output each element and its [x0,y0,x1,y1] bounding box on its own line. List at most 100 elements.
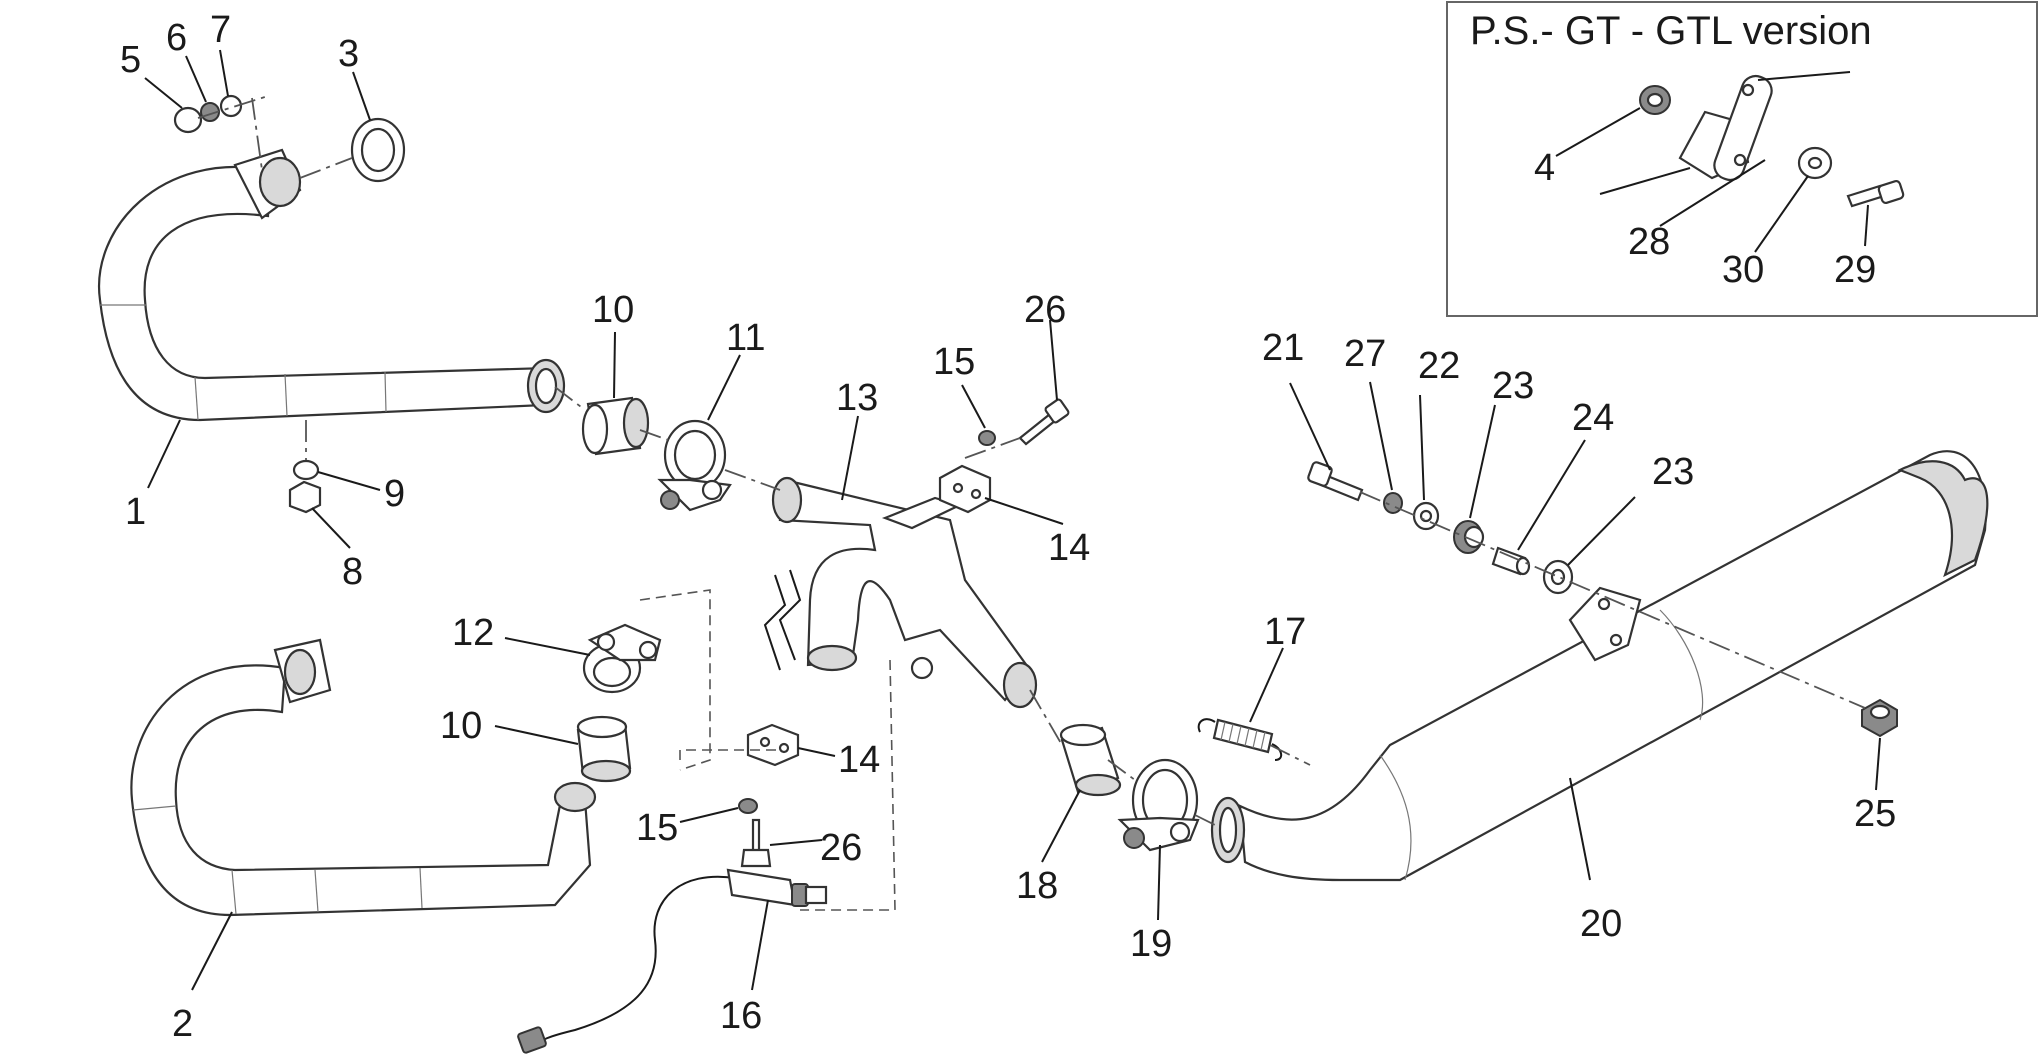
bushing-23-left [1453,520,1485,554]
leader-7 [219,49,229,97]
sleeve-10-upper [581,396,650,456]
spacer-24 [1491,546,1531,576]
header-pipe-1 [97,148,566,422]
label-6: 6 [166,17,187,59]
label-26b: 26 [820,827,862,869]
y-pipe-13 [763,476,1038,709]
leader-12 [504,637,591,656]
inset-frame [1446,1,2038,317]
inset-title: P.S.- GT - GTL version [1470,9,1872,53]
label-8: 8 [342,551,363,593]
leader-11 [707,354,741,421]
leader-1 [147,419,181,489]
label-16: 16 [720,995,762,1037]
label-26a: 26 [1024,289,1066,331]
clamp-12 [582,623,662,694]
bushing-23-right [1542,559,1574,595]
leader-9 [317,471,381,491]
label-27: 27 [1344,333,1386,375]
label-9: 9 [384,473,405,515]
label-10b: 10 [440,705,482,747]
leader-25 [1875,737,1881,791]
label-22: 22 [1418,345,1460,387]
label-5: 5 [120,39,141,81]
nut-5 [173,106,203,134]
label-25: 25 [1854,793,1896,835]
nut-8 [288,480,322,514]
leader-15b [679,807,739,823]
label-13: 13 [836,377,878,419]
leader-2 [191,911,233,991]
leader-23a [1469,404,1496,519]
inset-label-29: 29 [1834,249,1876,291]
label-3: 3 [338,33,359,75]
leader-18 [1041,789,1081,863]
leader-30 [1754,175,1809,253]
label-19: 19 [1130,923,1172,965]
inset-screw-29 [1846,179,1905,208]
inset-label-30: 30 [1722,249,1764,291]
leader-22 [1419,394,1425,501]
bolt-26-lower [740,818,772,868]
label-12: 12 [452,612,494,654]
label-11: 11 [726,317,765,359]
leader-14a [984,497,1064,525]
label-18: 18 [1016,865,1058,907]
leader-13 [841,415,859,501]
label-24: 24 [1572,397,1614,439]
leader-26a [1049,319,1058,401]
sleeve-18 [1059,723,1122,797]
label-23a: 23 [1492,365,1534,407]
nut-25 [1861,698,1898,738]
leader-14b [797,747,836,757]
inset-bracket-28 [1599,71,1851,195]
leader-21 [1289,382,1331,471]
label-15b: 15 [636,807,678,849]
inset-panel: P.S.- GT - GTL version 4 28 30 29 [1446,1,2038,317]
washer-15-lower [738,798,758,814]
leader-26b [769,839,823,846]
leader-16 [751,899,769,991]
leader-10b [494,725,579,745]
gasket-3 [350,117,406,183]
leader-17 [1249,647,1284,723]
washer-15-upper [978,430,996,446]
assembly-guide-box [639,589,711,771]
inset-label-28: 28 [1628,221,1670,263]
leader-27 [1369,381,1393,491]
label-2: 2 [172,1003,193,1045]
spring-17 [1197,718,1283,761]
header-pipe-2 [130,638,597,917]
leader-4 [1555,107,1641,157]
leader-20 [1569,777,1591,881]
sleeve-10-lower [576,715,632,783]
leader-24 [1517,439,1586,551]
leader-10a [613,331,616,399]
label-14b: 14 [838,739,880,781]
label-1: 1 [125,491,146,533]
bolt-26-upper [1018,398,1070,446]
label-10a: 10 [592,289,634,331]
label-15a: 15 [933,341,975,383]
leader-28 [1659,159,1766,227]
leader-29 [1864,204,1869,247]
leader-19 [1157,844,1161,921]
label-14a: 14 [1048,527,1090,569]
label-17: 17 [1264,611,1306,653]
leader-5 [144,77,183,109]
inset-nut-4 [1639,85,1671,115]
inset-label-4: 4 [1534,147,1555,189]
label-23b: 23 [1652,451,1694,493]
label-7: 7 [210,9,231,51]
clamp-19 [1117,758,1200,852]
leader-3 [352,71,371,121]
clamp-11 [657,419,732,512]
leader-8 [311,507,351,549]
washer-9 [292,459,320,481]
lambda-sensor-16 [517,868,828,1054]
leader-15a [961,384,986,429]
label-21: 21 [1262,327,1304,369]
label-20: 20 [1580,903,1622,945]
leader-6 [185,55,207,103]
